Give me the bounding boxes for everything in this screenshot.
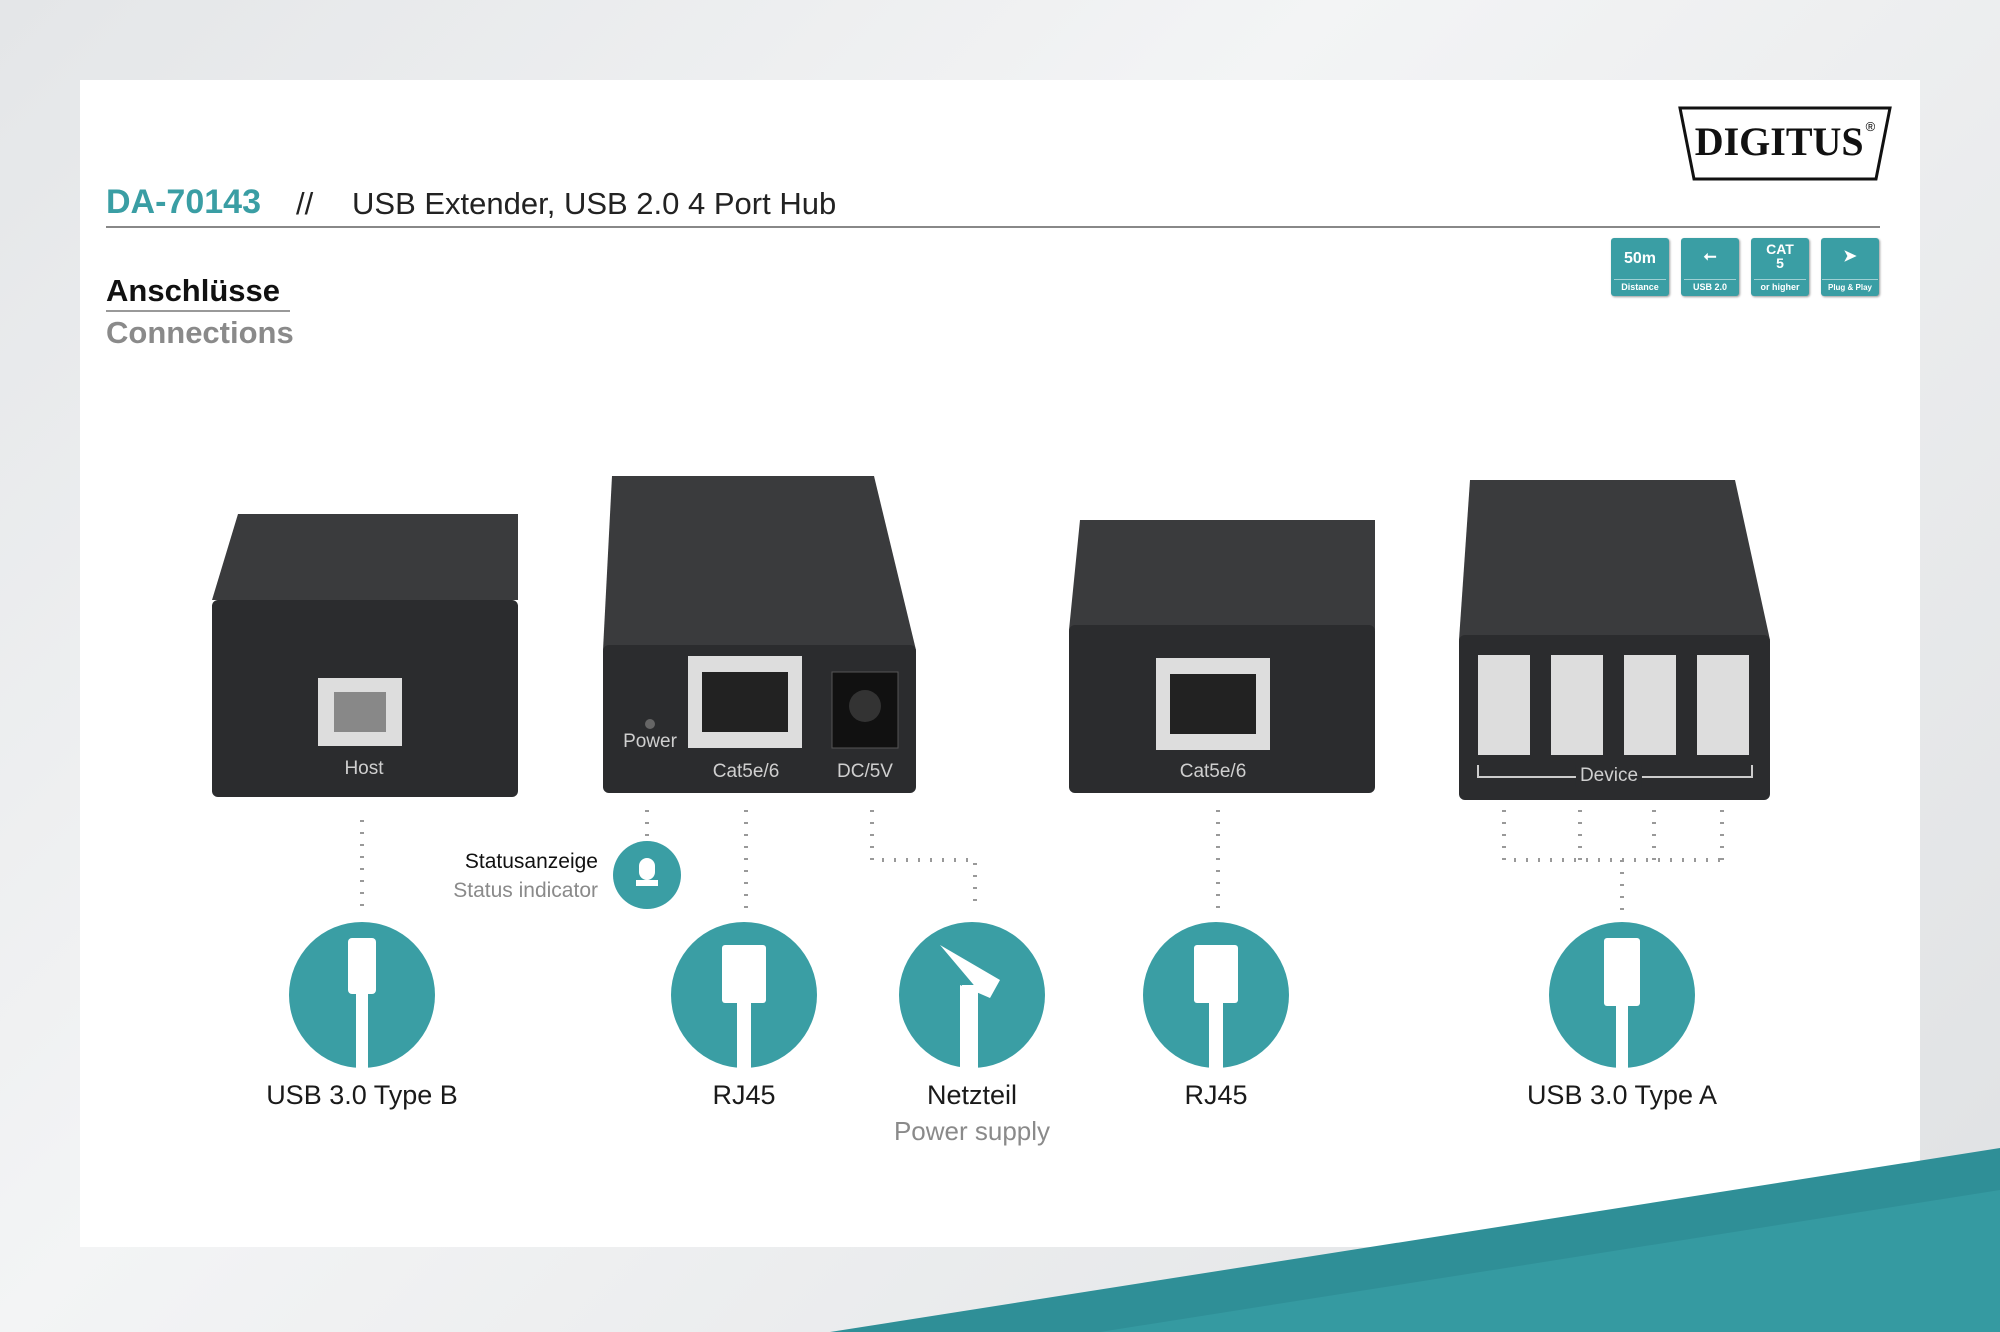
power-led — [645, 719, 655, 729]
device-host-extender — [603, 476, 916, 793]
connector-lines — [360, 810, 1724, 910]
brand-logo: DIGITUS ® — [1690, 120, 1880, 164]
digitus-logo — [1678, 106, 1892, 181]
connector-label: USB 3.0 Type A — [1526, 1080, 1718, 1110]
port-label-power: Power — [623, 731, 677, 752]
status-label-en: Status indicator — [453, 879, 598, 902]
connector-label: RJ45 — [1184, 1080, 1248, 1110]
feature-plug-play: ➤Plug & Play — [1821, 238, 1879, 296]
title-separator: // — [296, 186, 314, 221]
connector-label: USB 3.0 Type B — [266, 1080, 458, 1110]
section-title-de: Anschlüsse — [106, 273, 281, 308]
port-label-dc: DC/5V — [837, 761, 893, 782]
product-title: USB Extender, USB 2.0 4 Port Hub — [352, 186, 837, 221]
feature-usb: ⭠USB 2.0 — [1681, 238, 1739, 296]
port-label-host: Host — [344, 758, 384, 779]
status-label-de: Statusanzeige — [464, 850, 598, 873]
port-label-cat: Cat5e/6 — [1179, 761, 1247, 782]
device-remote-extender — [1069, 520, 1375, 793]
section-title-en: Connections — [106, 315, 294, 350]
brand-mark: ® — [1865, 119, 1876, 134]
port-label-device: Device — [1575, 765, 1643, 787]
device-host-unit — [212, 514, 518, 797]
connector-label: RJ45 — [712, 1080, 776, 1110]
port-label-cat: Cat5e/6 — [712, 761, 780, 782]
connector-sublabel: Power supply — [893, 1116, 1051, 1146]
connector-label: Netzteil — [926, 1080, 1018, 1110]
plug-play-icon: ➤ — [1843, 248, 1857, 265]
usb-icon: ⭠ — [1703, 248, 1717, 265]
model-number: DA-70143 — [106, 183, 261, 221]
device-usb-hub — [1459, 480, 1770, 800]
brand-logo-text: DIGITUS — [1694, 119, 1864, 164]
